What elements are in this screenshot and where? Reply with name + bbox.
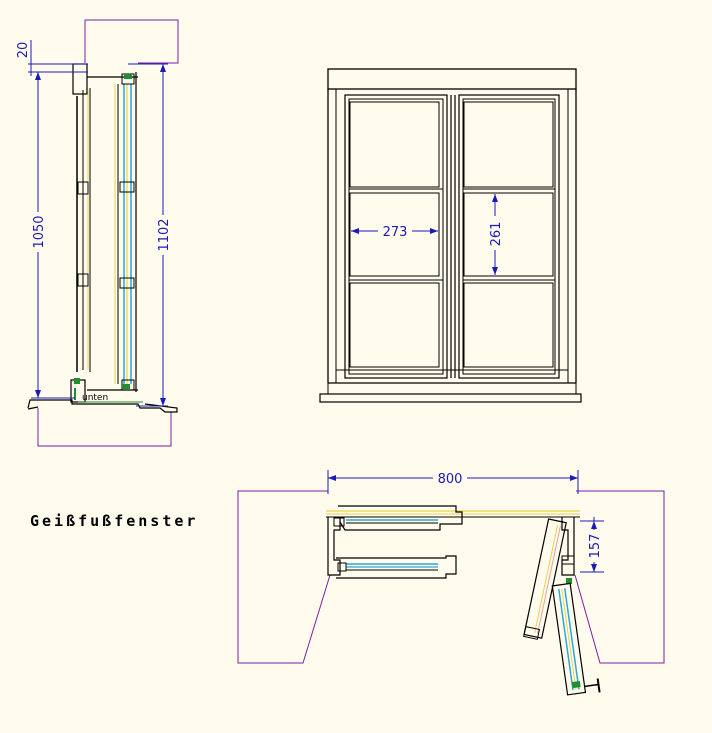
- wall-bottom-outline: [37, 408, 172, 447]
- head-frame: [72, 63, 88, 95]
- wall-left: [237, 490, 331, 664]
- sill: [27, 399, 178, 413]
- dim-pane-height: 261: [489, 222, 504, 247]
- right-sash: [458, 94, 560, 379]
- dim-sash-height: 1050: [32, 215, 47, 248]
- label-bottom: unten: [82, 393, 108, 403]
- front-elevation: [319, 68, 582, 403]
- dim-overall-height: 1102: [157, 218, 172, 251]
- dim-frame-offset: 20: [16, 42, 31, 59]
- dim-stop-depth: 157: [588, 534, 603, 559]
- dim-overall-width: 800: [438, 472, 463, 487]
- window-sill: [319, 393, 582, 403]
- wall-right: [574, 490, 665, 664]
- left-sash: [344, 94, 448, 379]
- horizontal-section: 800: [237, 470, 665, 696]
- drawing-title: Geißfußfenster: [30, 512, 198, 530]
- window-head: [327, 68, 577, 90]
- wall-top-outline: [84, 19, 179, 64]
- dim-pane-width: 273: [383, 225, 408, 240]
- vertical-section: 20 1050 1102 unten: [16, 19, 179, 447]
